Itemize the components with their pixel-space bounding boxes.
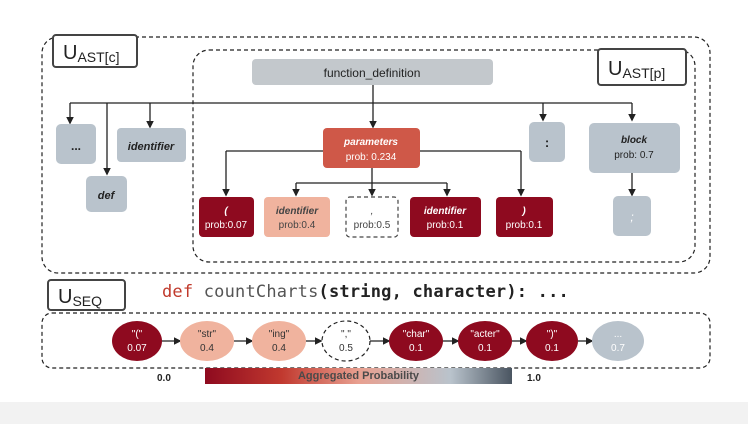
svg-text:): ) [521, 206, 526, 217]
svg-text:;: ; [630, 210, 633, 224]
svg-text:function_definition: function_definition [324, 66, 421, 80]
svg-text:(: ( [224, 206, 229, 217]
u-ast-p-label: UAST[p] [597, 48, 687, 86]
svg-text:,: , [371, 206, 374, 217]
svg-text:prob:0.4: prob:0.4 [279, 220, 316, 231]
code-arguments: (string, character) [318, 282, 517, 302]
seq-token-ing: "ing" 0.4 [252, 321, 306, 361]
svg-text:identifier: identifier [424, 206, 467, 217]
node-param-identifier-2: identifier prob:0.1 [410, 197, 481, 237]
svg-text:identifier: identifier [128, 141, 175, 153]
node-param-comma: , prob:0.5 [345, 196, 399, 238]
scale-max-label: 1.0 [527, 373, 541, 384]
seq-token-open-paren: "(" 0.07 [112, 321, 162, 361]
svg-text:0.4: 0.4 [200, 343, 214, 354]
svg-text:def: def [98, 190, 116, 202]
ast-c-container [41, 36, 711, 274]
tree-edges [66, 84, 636, 197]
node-param-open-paren: ( prob:0.07 [199, 197, 254, 237]
svg-text:prob: 0.7: prob: 0.7 [614, 150, 654, 161]
svg-text:0.5: 0.5 [339, 343, 353, 354]
scale-min-label: 0.0 [157, 373, 171, 384]
svg-text:...: ... [614, 329, 622, 340]
svg-text:0.07: 0.07 [127, 343, 147, 354]
seq-token-char: "char" 0.1 [389, 321, 443, 361]
svg-text:"acter": "acter" [470, 329, 500, 340]
code-rest: : ... [516, 282, 569, 302]
svg-text::: : [545, 135, 549, 150]
svg-text:0.7: 0.7 [611, 343, 625, 354]
svg-text:0.1: 0.1 [409, 343, 423, 354]
bottom-band [0, 402, 748, 424]
probability-gradient-bar [205, 368, 512, 384]
code-line: def countCharts(string, character): ... [162, 282, 569, 302]
node-param-close-paren: ) prob:0.1 [496, 197, 553, 237]
seq-token-ellipsis: ... 0.7 [592, 321, 644, 361]
svg-text:USEQ: USEQ [58, 286, 102, 309]
svg-text:"ing": "ing" [269, 329, 290, 340]
svg-text:prob:0.5: prob:0.5 [354, 220, 391, 231]
svg-text:block: block [621, 135, 648, 146]
svg-text:UAST[c]: UAST[c] [63, 42, 119, 65]
ast-p-container [192, 49, 696, 263]
svg-text:identifier: identifier [276, 206, 319, 217]
svg-text:0.1: 0.1 [478, 343, 492, 354]
u-ast-c-label: UAST[c] [52, 34, 138, 68]
code-function-name: countCharts [193, 282, 319, 302]
u-seq-label: USEQ [47, 279, 126, 311]
node-ellipsis: ... [56, 124, 96, 164]
node-colon: : [529, 122, 565, 162]
svg-text:"char": "char" [403, 329, 430, 340]
seq-token-comma: "," 0.5 [321, 320, 371, 362]
probability-gradient-label: Aggregated Probability [297, 370, 420, 382]
node-block-child: ; [613, 196, 651, 236]
node-parameters: parameters prob: 0.234 [323, 128, 420, 168]
node-function-definition: function_definition [252, 59, 493, 85]
svg-text:0.4: 0.4 [272, 343, 286, 354]
svg-text:")": ")" [547, 329, 558, 340]
svg-text:parameters: parameters [343, 137, 398, 148]
svg-text:0.1: 0.1 [545, 343, 559, 354]
code-keyword: def [162, 282, 194, 302]
svg-text:...: ... [71, 139, 81, 153]
svg-text:",": "," [341, 329, 351, 340]
node-param-identifier-1: identifier prob:0.4 [264, 197, 330, 237]
svg-text:"(": "(" [132, 329, 143, 340]
seq-token-str: "str" 0.4 [180, 321, 234, 361]
node-block: block prob: 0.7 [589, 123, 680, 173]
svg-text:"str": "str" [198, 329, 217, 340]
svg-text:prob:0.1: prob:0.1 [506, 220, 543, 231]
node-identifier-outer: identifier [117, 128, 186, 162]
svg-text:prob:0.1: prob:0.1 [427, 220, 464, 231]
svg-text:prob:0.07: prob:0.07 [205, 220, 248, 231]
seq-token-close-paren: ")" 0.1 [526, 321, 578, 361]
node-def: def [86, 176, 127, 212]
svg-text:UAST[p]: UAST[p] [608, 58, 665, 81]
svg-text:prob: 0.234: prob: 0.234 [346, 152, 397, 163]
seq-token-acter: "acter" 0.1 [458, 321, 512, 361]
